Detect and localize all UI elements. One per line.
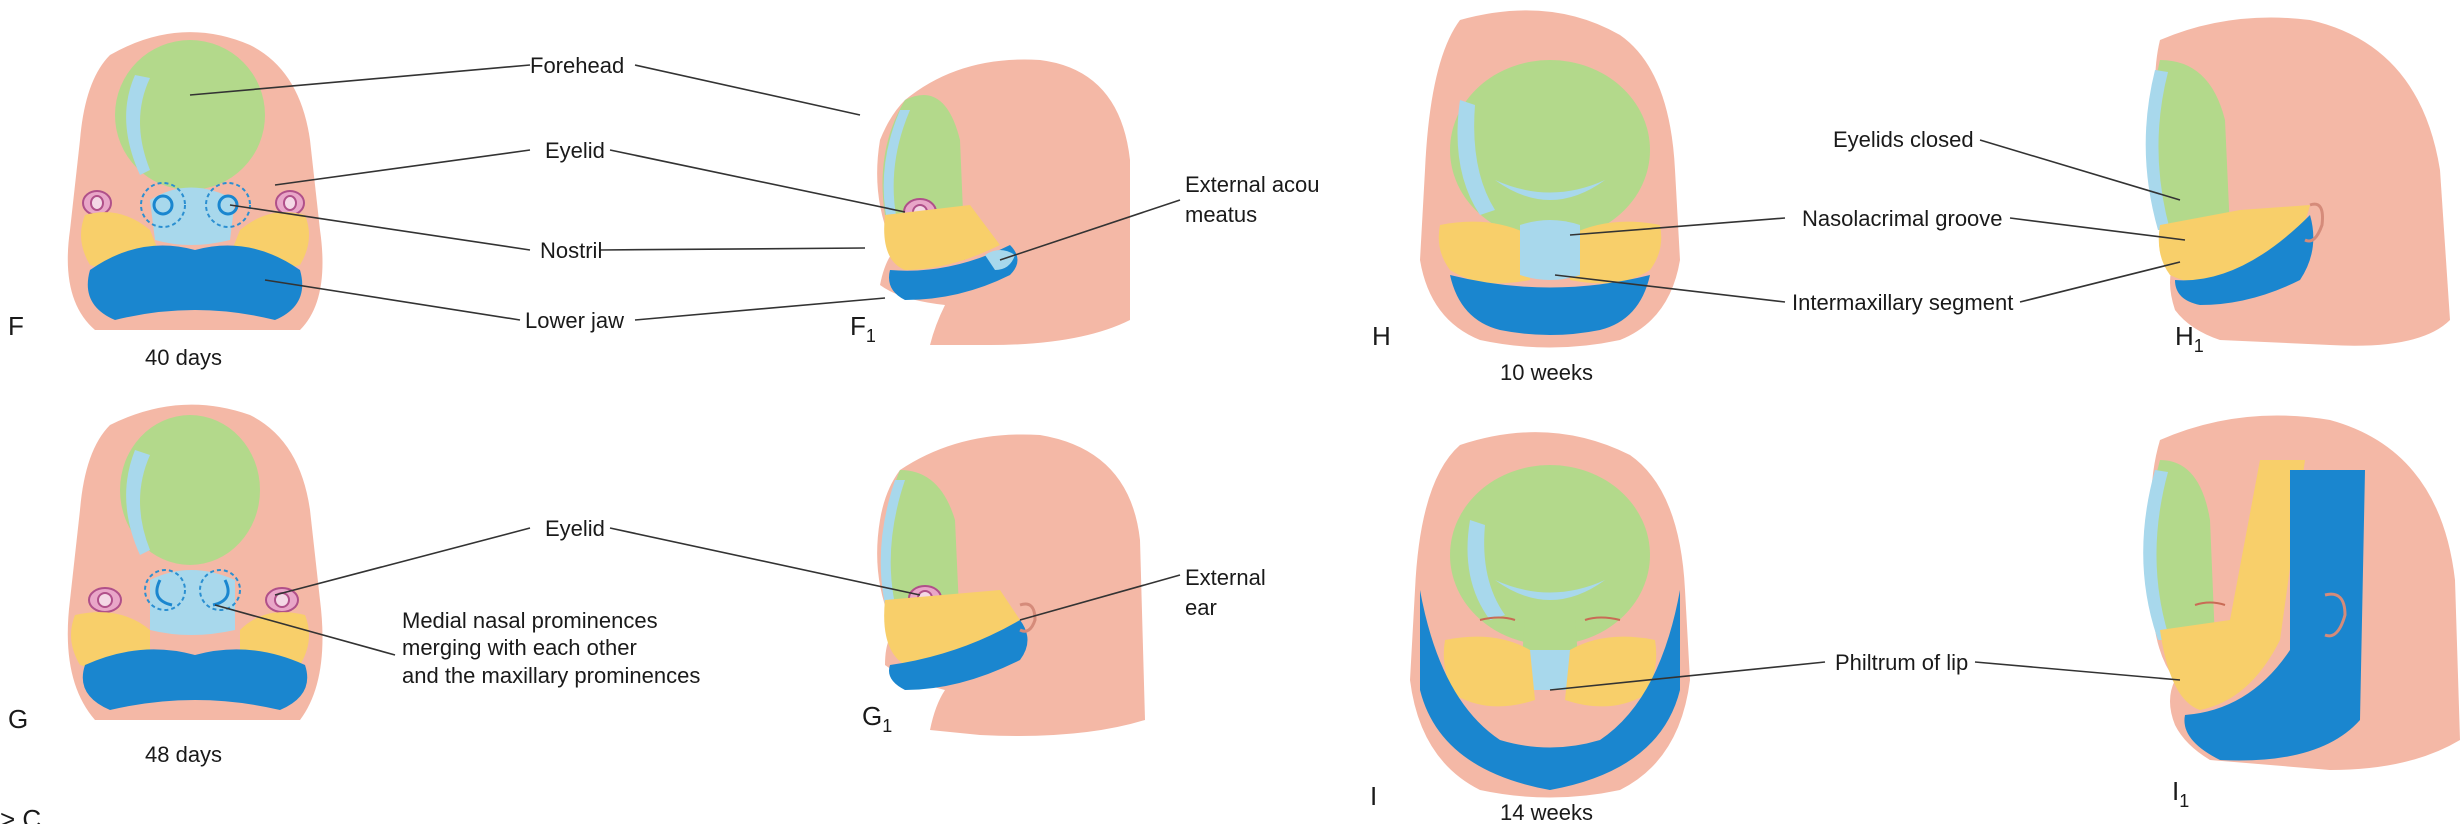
label-eyelids-closed: Eyelids closed — [1833, 127, 1974, 152]
panel-label-i1: I1 — [2172, 776, 2189, 811]
panel-label-i: I — [1370, 781, 1377, 811]
label-eyelid-g: Eyelid — [545, 516, 605, 541]
face-profile-f1 — [877, 60, 1130, 346]
label-eyelid: Eyelid — [545, 138, 605, 163]
label-intermaxillary-segment: Intermaxillary segment — [1792, 290, 2013, 315]
age-caption-i: 14 weeks — [1500, 800, 1593, 824]
label-medial-nasal-line3: and the maxillary prominences — [402, 663, 700, 688]
panel-label-f1: F1 — [850, 311, 876, 346]
face-front-i — [1410, 432, 1690, 797]
label-external-acoustic-line1: External acou — [1185, 172, 1320, 197]
label-philtrum-of-lip: Philtrum of lip — [1835, 650, 1968, 675]
face-front-f — [68, 32, 323, 330]
label-medial-nasal-line2: merging with each other — [402, 635, 637, 660]
label-nostril: Nostril — [540, 238, 602, 263]
panel-label-g: G — [8, 704, 28, 734]
face-front-h — [1420, 10, 1680, 347]
face-profile-g1 — [877, 434, 1145, 736]
panel-label-g1: G1 — [862, 701, 892, 736]
face-front-g — [68, 405, 323, 720]
label-medial-nasal-line1: Medial nasal prominences — [402, 608, 658, 633]
face-profile-h1 — [2146, 18, 2450, 346]
corner-glyph: > C — [0, 804, 41, 824]
panel-label-h: H — [1372, 321, 1391, 351]
label-external-acoustic-line2: meatus — [1185, 202, 1257, 227]
panel-label-f: F — [8, 311, 24, 341]
label-nasolacrimal-groove: Nasolacrimal groove — [1802, 206, 2003, 231]
label-lower-jaw: Lower jaw — [525, 308, 624, 333]
face-profile-i1 — [2143, 416, 2460, 771]
age-caption-f: 40 days — [145, 345, 222, 370]
age-caption-h: 10 weeks — [1500, 360, 1593, 385]
label-external-ear-line2: ear — [1185, 595, 1217, 620]
age-caption-g: 48 days — [145, 742, 222, 767]
label-forehead: Forehead — [530, 53, 624, 78]
label-external-ear-line1: External — [1185, 565, 1266, 590]
